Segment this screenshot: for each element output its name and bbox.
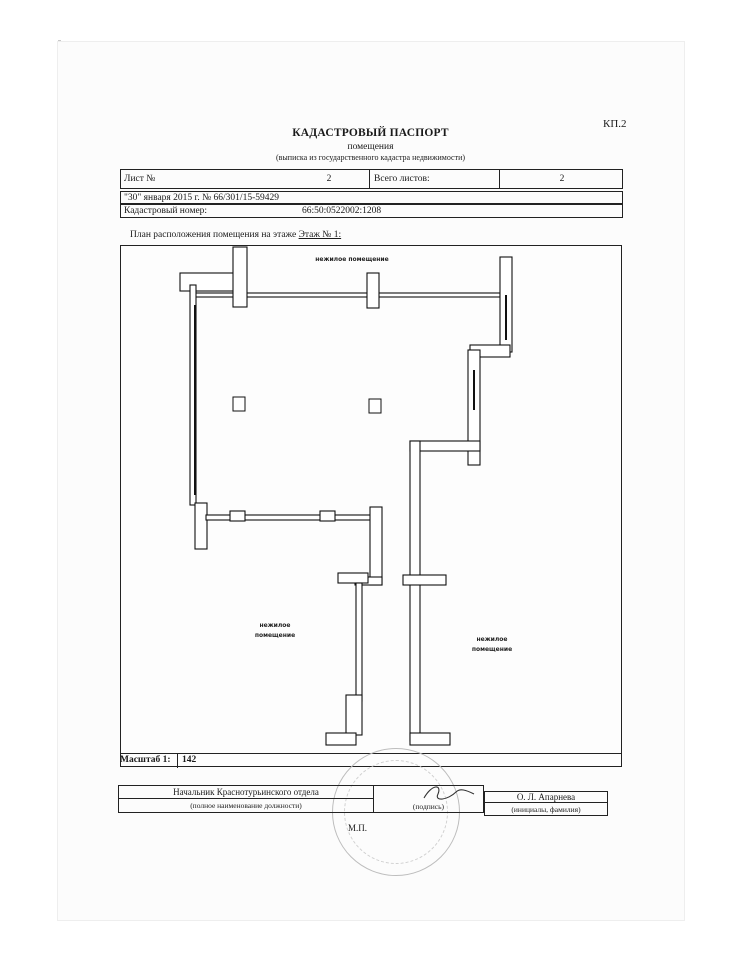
top-middle-stub (366, 272, 380, 309)
sheet-number-row: Лист № 2 Всего листов: 2 (120, 169, 623, 189)
sheet-label: Лист № (124, 174, 156, 184)
position-value: Начальник Краснотурьинского отдела (118, 785, 374, 799)
room-label-top: нежилое помещение (315, 256, 388, 263)
pillar-right (368, 398, 382, 414)
cadastral-value: 66:50:0522002:1208 (302, 206, 382, 216)
signature-caption: (подпись) (412, 802, 445, 811)
floor-plan-drawing: нежилое помещение нежилое помещение нежи… (179, 246, 513, 746)
pillar-left (232, 396, 246, 412)
top-left-wall (179, 272, 236, 292)
document-title: КАДАСТРОВЫЙ ПАСПОРТ (292, 127, 449, 139)
document-subtitle: помещения (347, 142, 394, 152)
room-label-right-1: нежилое (477, 636, 508, 643)
signature-cell: (подпись) (374, 785, 484, 813)
sheet-value: 2 (326, 174, 332, 184)
handwritten-signature (423, 786, 475, 800)
left-wall-foot (194, 502, 208, 550)
room-label-left-2: помещение (255, 632, 295, 639)
scale-value: 142 (182, 755, 197, 765)
name-caption: (инициалы, фамилия) (484, 803, 608, 816)
right-room-top-wall (402, 574, 447, 586)
top-left-stub (232, 246, 248, 308)
signature-block: Начальник Краснотурьинского отдела (полн… (118, 785, 608, 817)
position-caption: (полное наименование должности) (118, 799, 374, 813)
left-room-top-wall (337, 572, 369, 584)
right-room-base (409, 732, 451, 746)
room-label-left-1: нежилое (260, 622, 291, 629)
corridor-left-stub (369, 506, 383, 586)
scale-label: Масштаб 1: (120, 755, 171, 765)
total-sheets-value: 2 (559, 174, 565, 184)
name-value: О. Л. Апарнева (484, 791, 608, 803)
document-note: (выписка из государственного кадастра не… (275, 153, 466, 162)
hall-bottom-stub-1 (229, 510, 246, 522)
total-sheets-label: Всего листов: (374, 174, 430, 184)
date-row: "30" января 2015 г. № 66/301/15-59429 (120, 191, 623, 204)
room-label-right-2: помещение (472, 646, 512, 653)
cadastral-number-row: Кадастровый номер: 66:50:0522002:1208 (120, 204, 623, 218)
hall-bottom-stub-2 (319, 510, 336, 522)
left-room-wall (355, 582, 363, 702)
plan-label: План расположения помещения на этаже Эта… (130, 230, 341, 240)
cadastral-label: Кадастровый номер: (124, 206, 208, 216)
stamp-label: М.П. (348, 823, 368, 833)
corridor-right-wall (409, 440, 421, 742)
plan-label-floor: Этаж № 1: (298, 230, 342, 240)
form-code: КП.2 (603, 118, 627, 130)
date-text: "30" января 2015 г. № 66/301/15-59429 (124, 192, 279, 203)
left-room-foot (345, 694, 363, 736)
plan-label-prefix: План расположения помещения на этаже (130, 230, 297, 240)
left-room-base (325, 732, 357, 746)
